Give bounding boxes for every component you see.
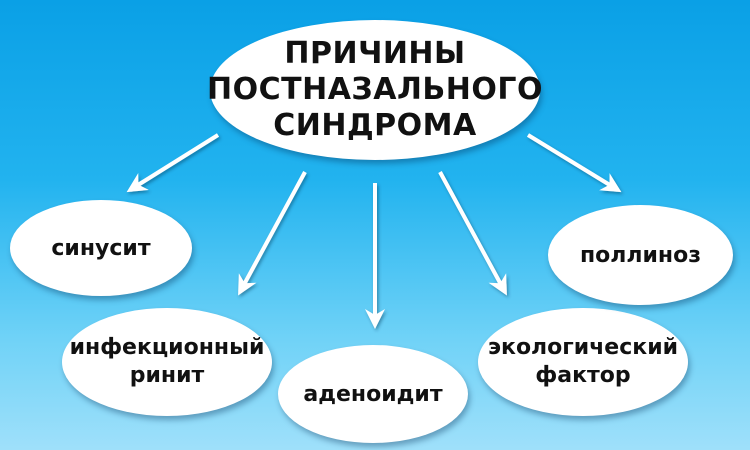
- cause-node-adenoiditis: аденоидит: [278, 345, 468, 443]
- cause-node-infectious-rhinitis: инфекционный ринит: [62, 308, 272, 416]
- cause-label: синусит: [51, 235, 151, 261]
- cause-label-line-1: экологический: [487, 335, 679, 360]
- cause-node-ecological-factor: экологический фактор: [478, 308, 688, 416]
- arrow-to-infectious-rhinitis: [238, 171, 307, 296]
- center-line-1: ПРИЧИНЫ: [284, 36, 466, 71]
- cause-label-line-2: ринит: [129, 363, 205, 388]
- cause-node-pollinosis: поллиноз: [548, 205, 733, 305]
- arrow-to-ecological-factor: [438, 171, 507, 296]
- cause-label: аденоидит: [303, 381, 443, 407]
- cause-label-line-1: инфекционный: [69, 335, 265, 360]
- cause-node-sinusit: синусит: [10, 200, 192, 296]
- cause-label: поллиноз: [579, 242, 702, 268]
- center-line-2: ПОСТНАЗАЛЬНОГО: [207, 72, 543, 107]
- arrow-to-pollinosis: [526, 133, 622, 193]
- center-node: ПРИЧИНЫ ПОСТНАЗАЛЬНОГО СИНДРОМА: [207, 20, 543, 160]
- cause-label-line-2: фактор: [535, 363, 631, 388]
- center-line-3: СИНДРОМА: [273, 108, 477, 143]
- arrow-to-sinusit: [126, 133, 220, 193]
